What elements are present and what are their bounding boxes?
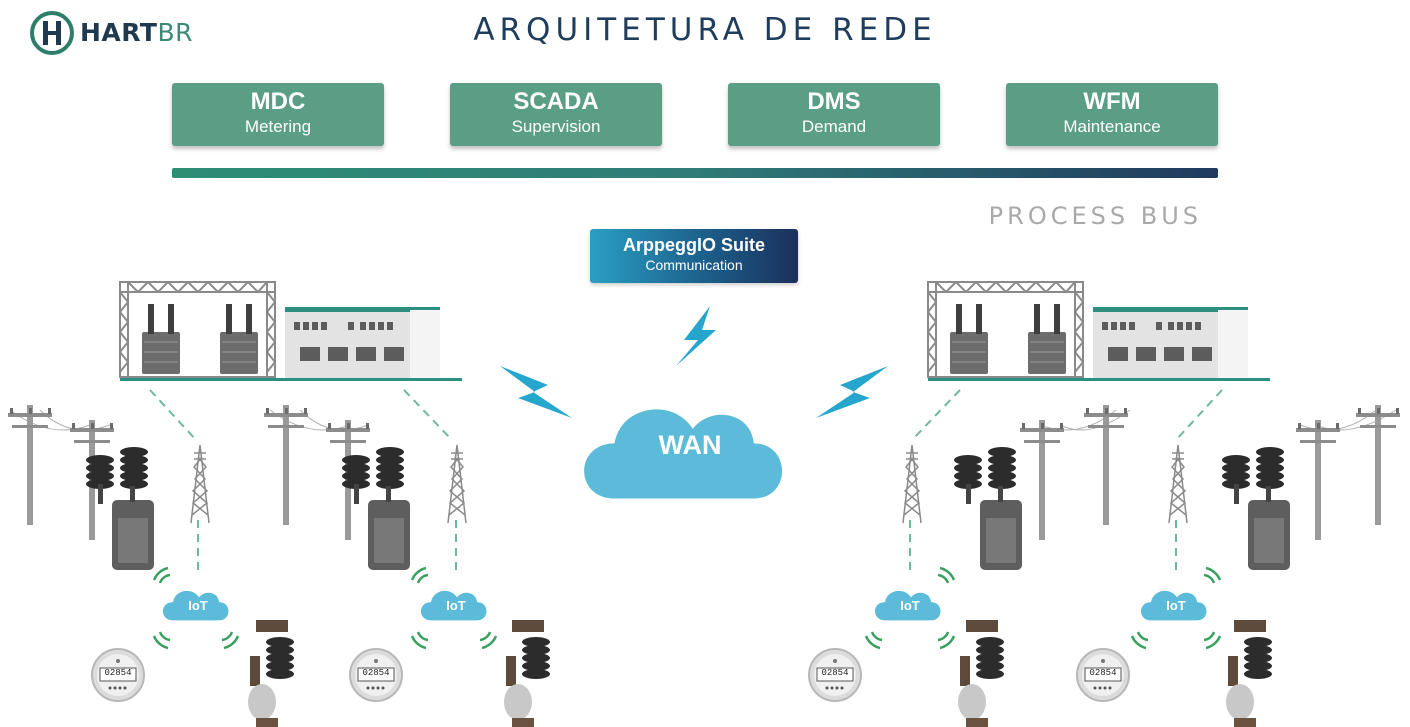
meter-reading: 02854 [104,668,132,678]
system-name: MDC [250,88,306,115]
system-desc: Maintenance [1063,117,1161,136]
meter-reading: 02854 [362,668,390,678]
logo-text-light: BR [157,18,193,47]
lightning-bolt-top [676,306,716,366]
system-desc: Demand [801,117,867,136]
hartbr-logo: HARTBR [76,10,193,56]
system-box-wfm: WFM Maintenance [1006,83,1218,146]
system-desc: Supervision [511,117,601,136]
suite-desc: Communication [645,257,743,273]
wan-label: WAN [658,430,722,460]
iot-label: IoT [446,598,466,613]
system-box-dms: DMS Demand [728,83,940,146]
iot-label: IoT [188,598,208,613]
lightning-bolt-left [500,366,572,418]
page-title: ARQUITETURA DE REDE [473,12,937,48]
process-bus-label: PROCESS BUS [988,202,1202,230]
system-name: DMS [807,88,861,115]
process-bus-line [172,168,1218,178]
system-desc: Metering [244,117,312,136]
system-box-scada: SCADA Supervision [450,83,662,146]
system-box-mdc: MDC Metering [172,83,384,146]
meter-reading: 02854 [821,668,849,678]
logo-wordmark: HARTBR [80,11,193,55]
system-name: WFM [1083,88,1141,115]
iot-label: IoT [900,598,920,613]
meter-reading: 02854 [1089,668,1117,678]
suite-name: ArppeggIO Suite [622,235,765,255]
logo-text-bold: HART [80,18,158,47]
iot-label: IoT [1166,598,1186,613]
arppeggio-suite-box: ArppeggIO Suite Communication [590,229,798,283]
system-name: SCADA [513,88,599,115]
lightning-bolt-right [816,366,888,418]
